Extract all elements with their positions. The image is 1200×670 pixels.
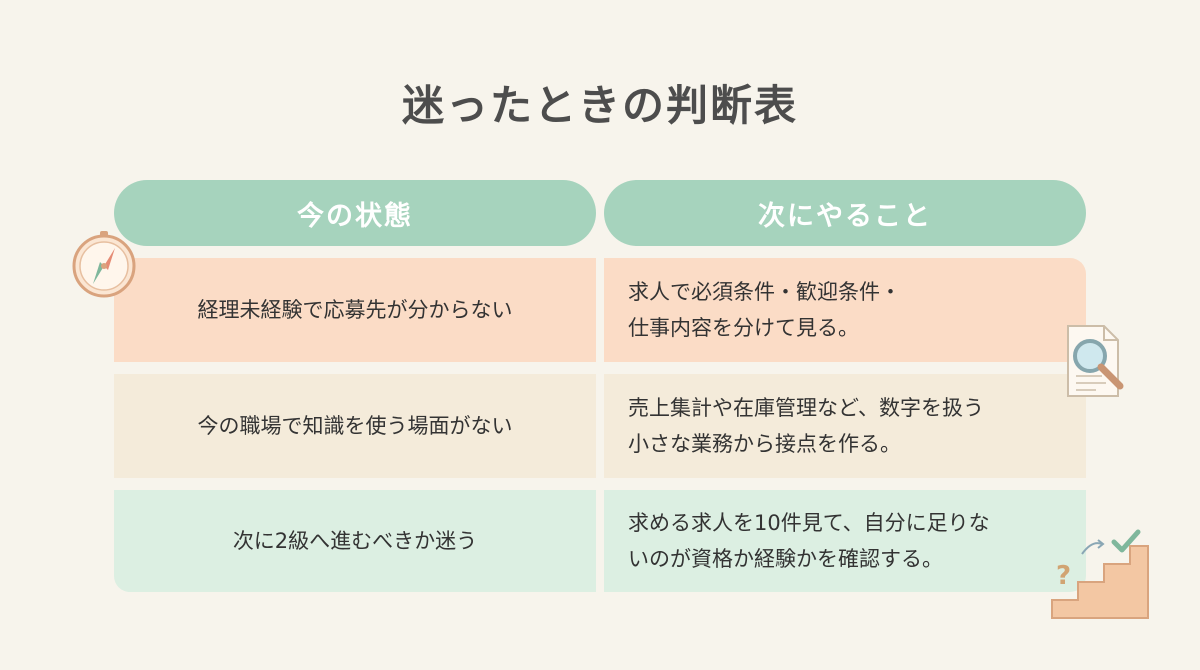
action-cell-3: 求める求人を10件見て、自分に足りな いのが資格か経験かを確認する。 (604, 490, 1086, 592)
action-cell-2: 売上集計や在庫管理など、数字を扱う 小さな業務から接点を作る。 (604, 374, 1086, 478)
state-cell-1: 経理未経験で応募先が分からない (114, 258, 596, 362)
state-cell-3: 次に2級へ進むべきか迷う (114, 490, 596, 592)
header-current-state: 今の状態 (114, 180, 596, 246)
stairs-question-check-icon: ? (1051, 529, 1149, 619)
state-cell-2: 今の職場で知識を使う場面がない (114, 374, 596, 478)
magnifier-document-icon (1067, 325, 1124, 397)
svg-text:?: ? (1056, 561, 1071, 591)
state-text-1: 経理未経験で応募先が分からない (197, 298, 513, 322)
compass-icon (72, 231, 136, 298)
state-text-2: 今の職場で知識を使う場面がない (197, 414, 513, 438)
page-title: 迷ったときの判断表 (401, 81, 798, 130)
action-text-3: 求める求人を10件見て、自分に足りな いのが資格か経験かを確認する。 (628, 511, 990, 571)
action-text-1: 求人で必須条件・歓迎条件・ 仕事内容を分けて見る。 (628, 280, 901, 340)
action-cell-1: 求人で必須条件・歓迎条件・ 仕事内容を分けて見る。 (604, 258, 1086, 362)
state-text-3: 次に2級へ進むべきか迷う (232, 529, 478, 553)
action-text-2: 売上集計や在庫管理など、数字を扱う 小さな業務から接点を作る。 (628, 396, 984, 456)
header-next-action: 次にやること (604, 180, 1086, 246)
